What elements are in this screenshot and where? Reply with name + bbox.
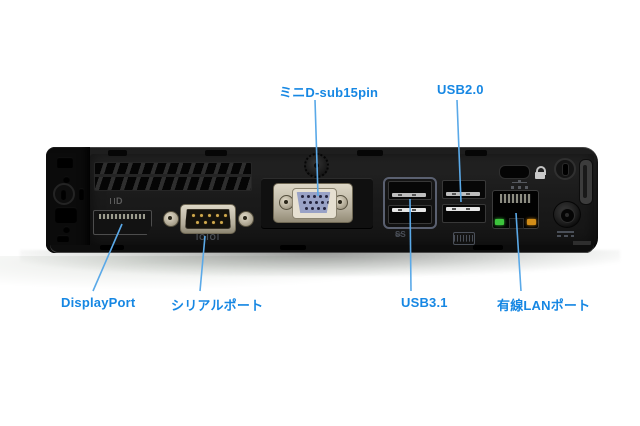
keyboard-icon (453, 232, 475, 245)
label-usb2: USB2.0 (437, 82, 484, 97)
label-serial: シリアルポート (171, 298, 264, 313)
vga-dsub-shell (292, 188, 337, 219)
displayport-pins (99, 214, 145, 219)
left-vertical-slot (79, 188, 84, 200)
security-anchor-hole (554, 158, 576, 180)
vga-port (273, 183, 353, 223)
usb3-port-group (383, 177, 437, 229)
dc-power-icon (557, 231, 574, 238)
left-slot-cutout (57, 157, 73, 168)
lan-clip-notch (509, 218, 524, 229)
bottom-slot (473, 245, 503, 250)
device-shadow (20, 250, 620, 276)
left-screw-hole-2 (63, 226, 70, 233)
chassis-bottom-lip (50, 245, 594, 253)
top-edge-slot (108, 150, 127, 156)
padlock-loop-slot (61, 189, 66, 200)
left-slot-cutout-2 (57, 235, 69, 242)
network-icon (511, 180, 529, 189)
mini-pc-rear-panel: D IOIOI (46, 147, 598, 253)
usb2-port-top (442, 180, 486, 199)
lock-icon (535, 166, 546, 179)
lan-led-amber (527, 219, 536, 225)
label-lan: 有線LANポート (497, 298, 591, 313)
bottom-slot (280, 245, 306, 250)
top-edge-slot (205, 150, 227, 156)
top-edge-slot (357, 150, 383, 156)
edge-latch (579, 159, 593, 205)
serial-port-opening (185, 209, 231, 229)
displayport-logo-icon: D (110, 196, 126, 206)
usb2-port-bottom (442, 204, 486, 223)
kensington-slot (499, 165, 530, 179)
usb3-port-top (388, 181, 432, 200)
usb3-port-bottom (388, 205, 432, 224)
chassis-left-side (46, 147, 90, 253)
bottom-slot (100, 245, 124, 250)
left-t-cutout (55, 207, 77, 223)
displayport-port (93, 210, 152, 235)
serial-port-marking: IOIOI (195, 233, 221, 242)
serial-jackscrew-left (163, 211, 179, 227)
label-displayport: DisplayPort (61, 295, 136, 310)
left-screw-hole (63, 176, 70, 183)
label-usb3: USB3.1 (401, 295, 448, 310)
lan-port (492, 190, 539, 229)
top-edge-slot (465, 150, 487, 156)
lan-pins (500, 194, 531, 203)
vga-jackscrew-left (279, 195, 294, 210)
vent-grille (94, 162, 252, 191)
serial-port (180, 204, 236, 234)
lan-led-green (495, 219, 504, 225)
thumbscrew (304, 153, 329, 178)
superspeed-usb-icon: SS⇐ (395, 230, 406, 239)
vga-connector-face (296, 192, 331, 213)
serial-jackscrew-right (238, 211, 254, 227)
label-mini-dsub15pin: ミニD-sub15pin (279, 85, 379, 100)
dc-power-jack (553, 201, 581, 228)
